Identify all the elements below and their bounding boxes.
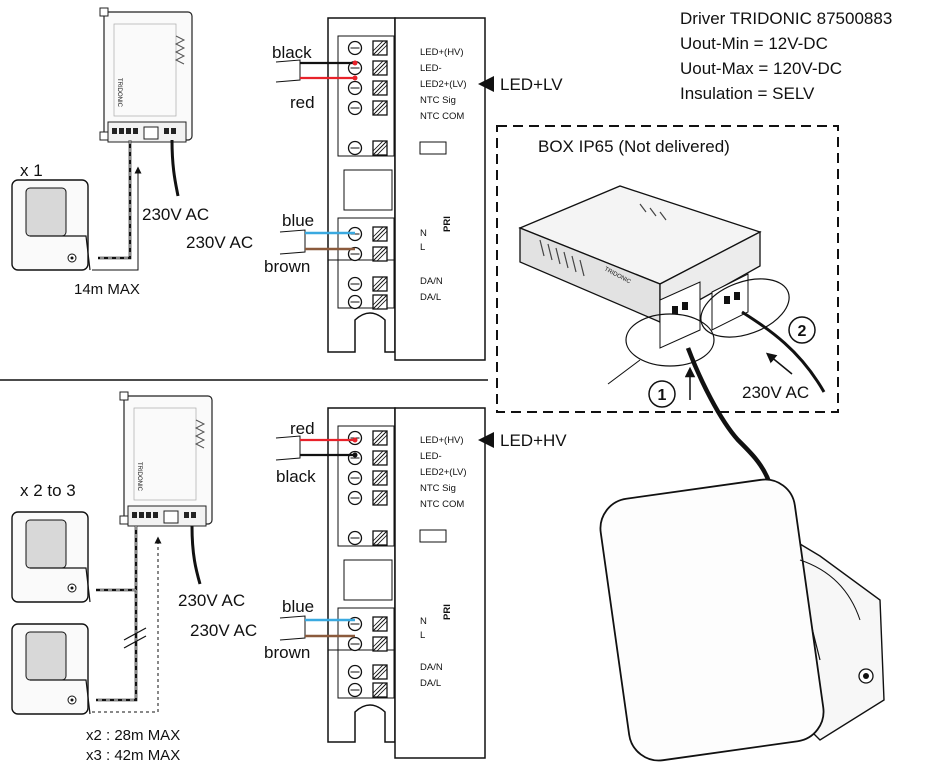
top-led-lv-label: LED+LV — [500, 75, 563, 94]
bottom-led-hv-arrow-icon — [478, 432, 494, 448]
top-wire-black-label: black — [272, 43, 312, 62]
top-led-lv-arrow-icon — [478, 76, 494, 92]
callout-2-arrow — [765, 352, 793, 375]
top-sensor-cable — [98, 140, 132, 260]
top-sensor-icon — [11, 179, 91, 271]
bottom-led-hv-label: LED+HV — [500, 431, 567, 450]
bottom-term-l: L — [420, 630, 425, 641]
bottom-led-wires — [275, 435, 358, 461]
box-mains-label: 230V AC — [742, 383, 809, 402]
top-term-l: L — [420, 242, 425, 253]
top-term-da-l: DA/L — [420, 292, 441, 303]
bottom-distance-x3: x3 : 42m MAX — [86, 747, 180, 764]
top-mains-terminal-label: 230V AC — [186, 233, 253, 252]
top-distance-arrow — [92, 166, 142, 271]
bottom-wire-brown-label: brown — [264, 643, 310, 662]
bottom-wire-black-label: black — [276, 467, 316, 486]
top-driver-brand: TRIDONIC — [116, 78, 122, 108]
bottom-terminal-panel: LED+(HV) LED- LED2+(LV) NTC Sig NTC COM … — [327, 407, 486, 759]
top-wire-brown-label: brown — [264, 257, 310, 276]
bottom-sensor-symbol-icon — [419, 529, 447, 543]
bottom-term-pri: PRI — [442, 604, 453, 620]
top-wire-blue-label: blue — [282, 211, 314, 230]
top-sensor-symbol-icon — [419, 141, 447, 155]
top-term-da-n: DA/N — [420, 276, 443, 287]
driver-info-umin: Uout-Min = 12V-DC — [680, 34, 828, 53]
large-sensor-icon — [599, 478, 885, 762]
driver-info-insulation: Insulation = SELV — [680, 84, 815, 103]
top-term-led-minus: LED- — [420, 63, 442, 74]
bottom-sensor-2-icon — [11, 623, 91, 715]
large-driver-illustration: TRIDONIC — [518, 185, 762, 349]
top-term-led2-lv: LED2+(LV) — [420, 79, 467, 90]
bottom-term-led2-lv: LED2+(LV) — [420, 467, 467, 478]
top-term-ntc-sig: NTC Sig — [420, 95, 456, 106]
bottom-term-da-n: DA/N — [420, 662, 443, 673]
driver-info-umax: Uout-Max = 120V-DC — [680, 59, 842, 78]
top-mains-wires — [279, 229, 355, 255]
top-term-ntc-com: NTC COM — [420, 111, 464, 122]
bottom-distance-x2: x2 : 28m MAX — [86, 727, 180, 744]
bottom-term-ntc-sig: NTC Sig — [420, 483, 456, 494]
callout-2-number: 2 — [798, 323, 807, 340]
bottom-driver-brand: TRIDONIC — [136, 462, 142, 492]
top-mains-cable — [170, 139, 180, 197]
callout-1-marker — [648, 380, 676, 408]
top-term-pri: PRI — [442, 216, 453, 232]
bottom-term-da-l: DA/L — [420, 678, 441, 689]
callout-ellipse-2 — [700, 278, 790, 338]
top-term-led-hv: LED+(HV) — [420, 47, 464, 58]
driver-info-model: Driver TRIDONIC 87500883 — [680, 9, 892, 28]
callout-1-number: 1 — [658, 387, 667, 404]
box-ip65-label: BOX IP65 (Not delivered) — [538, 137, 730, 156]
top-distance-label: 14m MAX — [74, 281, 140, 298]
box-mains-cable — [741, 310, 826, 393]
top-term-n: N — [420, 228, 427, 239]
bottom-term-led-minus: LED- — [420, 451, 442, 462]
top-driver-illustration: TRIDONIC — [99, 7, 193, 143]
bottom-term-n: N — [420, 616, 427, 627]
bottom-mains-cable — [190, 525, 202, 585]
callout-2-marker — [788, 316, 816, 344]
bottom-mains-label: 230V AC — [178, 591, 245, 610]
bottom-mains-wires — [279, 615, 355, 641]
bottom-wire-red-label: red — [290, 419, 315, 438]
box-ip65-outline — [496, 125, 839, 413]
bottom-driver-illustration: TRIDONIC — [119, 391, 213, 527]
bottom-term-led-hv: LED+(HV) — [420, 435, 464, 446]
top-wire-red-label: red — [290, 93, 315, 112]
top-led-wires — [275, 59, 358, 83]
top-quantity: x 1 — [20, 161, 43, 180]
bottom-mains-terminal-label: 230V AC — [190, 621, 257, 640]
bottom-term-ntc-com: NTC COM — [420, 499, 464, 510]
bottom-sensor-cable — [96, 526, 138, 702]
bottom-quantity: x 2 to 3 — [20, 481, 76, 500]
top-mains-label: 230V AC — [142, 205, 209, 224]
bottom-sensor-1-icon — [11, 511, 91, 603]
bottom-wire-blue-label: blue — [282, 597, 314, 616]
top-terminal-panel: LED+(HV) LED- LED2+(LV) NTC Sig NTC COM … — [327, 17, 486, 361]
bottom-distance-arrow — [92, 536, 162, 713]
callout-ellipse-1 — [625, 313, 715, 367]
